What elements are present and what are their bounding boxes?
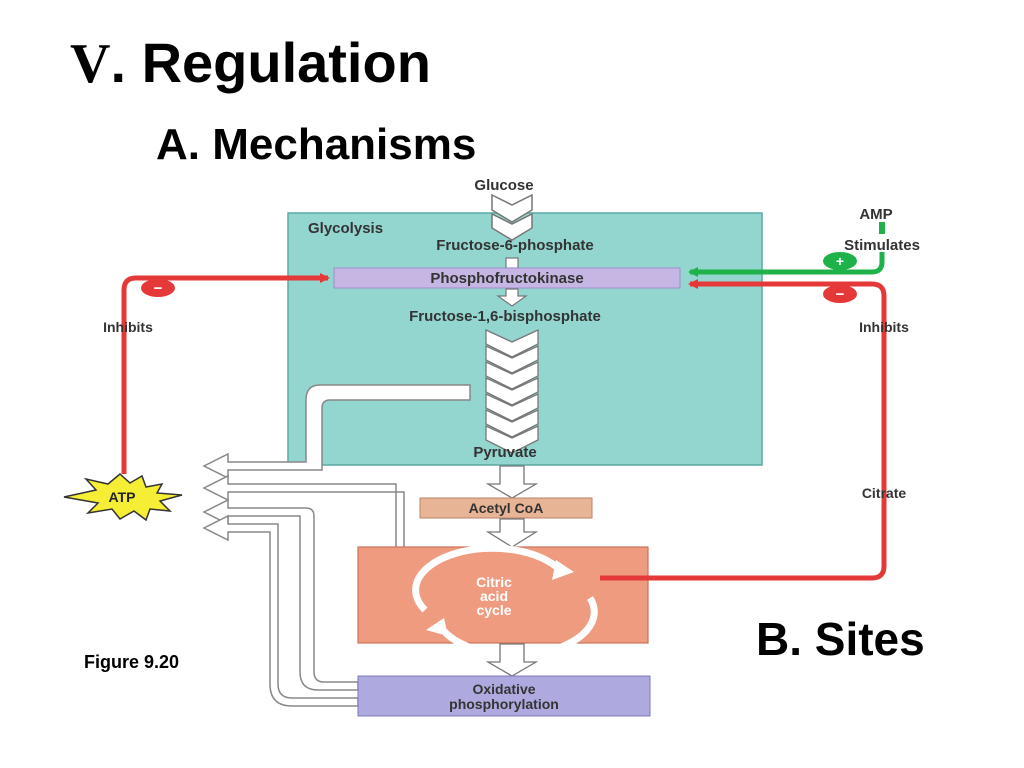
atp-star — [63, 473, 183, 522]
pyruvate-to-acetyl-arrow — [485, 465, 539, 499]
amp-label: AMP — [859, 206, 892, 223]
citric-acid-cycle-box — [357, 546, 649, 644]
oxphos-box — [357, 675, 651, 717]
oxphos-label-1: Oxidative — [472, 681, 535, 697]
stimulates-label: Stimulates — [844, 237, 920, 254]
left-minus-sign: − — [154, 280, 163, 297]
f16bp-label: Fructose-1,6-bisphosphate — [409, 308, 601, 325]
atp-inhibits-pfk-line — [121, 273, 330, 474]
sites-heading: B. Sites — [756, 613, 925, 665]
acetyl-coa-label: Acetyl CoA — [469, 500, 544, 516]
f6p-label: Fructose-6-phosphate — [436, 237, 594, 254]
atp-label: ATP — [109, 489, 136, 505]
right-minus-badge — [823, 285, 857, 303]
glucose-label: Glucose — [474, 177, 533, 194]
slide-title: V. Regulation — [70, 30, 431, 96]
glycolysis-label: Glycolysis — [308, 220, 383, 237]
amp-stimulates-pfk-line — [688, 252, 885, 277]
pfk-box — [333, 267, 681, 289]
citric-cycle-arrows — [412, 544, 598, 659]
plus-badge — [823, 252, 857, 270]
citric-to-oxphos-arrow — [485, 643, 539, 677]
pyruvate-label: Pyruvate — [473, 444, 536, 461]
citric-label-2: acid — [480, 588, 508, 604]
figure-label: Figure 9.20 — [84, 652, 180, 672]
acetyl-coa-box — [419, 497, 593, 519]
oxphos-label-2: phosphorylation — [449, 696, 559, 712]
slide-subtitle: A. Mechanisms — [156, 120, 477, 169]
pfk-label: Phosphofructokinase — [430, 270, 583, 287]
cycle-arrowhead-1 — [552, 560, 574, 580]
citrate-inhibits-pfk-line — [600, 279, 887, 581]
glucose-entry-arrow — [491, 193, 533, 241]
title-text: . Regulation — [110, 31, 431, 94]
right-minus-sign: − — [836, 286, 845, 303]
f6p-connector — [505, 257, 519, 269]
citric-label-3: cycle — [476, 602, 511, 618]
glycolysis-chevron-stack — [485, 328, 539, 454]
citric-label-1: Citric — [476, 574, 512, 590]
inhibits-left-label: Inhibits — [103, 319, 153, 335]
inhibits-right-label: Inhibits — [859, 319, 909, 335]
citrate-label: Citrate — [862, 485, 907, 501]
atp-output-pathways — [202, 384, 471, 707]
title-numeral: V — [70, 33, 111, 95]
pfk-to-f16bp-arrow — [496, 288, 528, 307]
acetyl-to-citric-arrow — [485, 518, 539, 548]
left-minus-badge — [141, 279, 175, 297]
plus-sign: + — [836, 253, 844, 269]
cycle-arrowhead-2 — [426, 618, 448, 636]
